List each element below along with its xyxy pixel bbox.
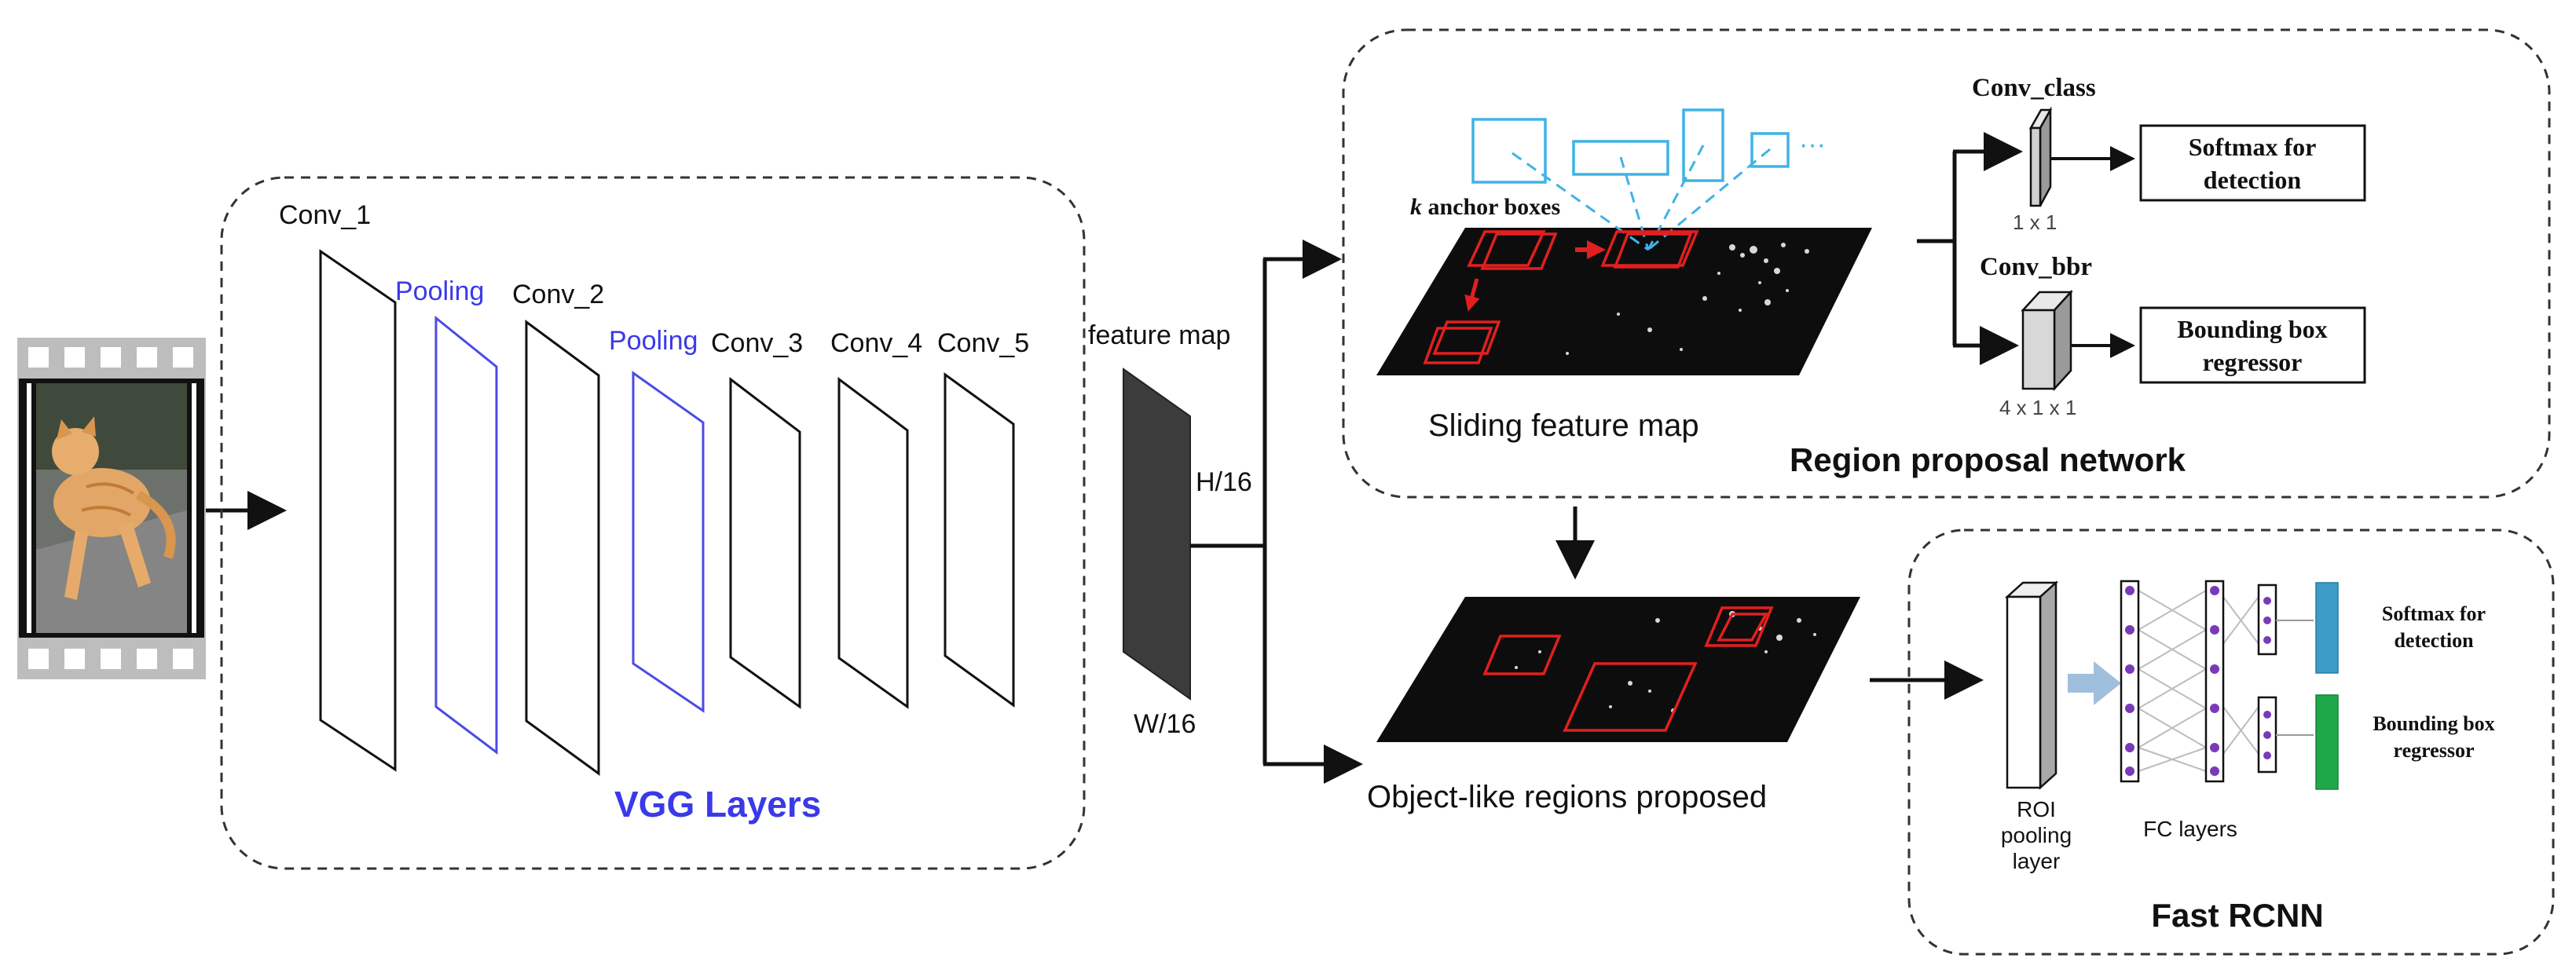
- fast-bbox-line2: regressor: [2394, 739, 2475, 762]
- proposed-red-boxes: [1482, 606, 1774, 732]
- anchor-boxes: [1471, 108, 1790, 184]
- conv-1-label: Conv_1: [279, 200, 371, 230]
- conv-2-label: Conv_2: [512, 280, 604, 309]
- rpn-softmax-box: [2139, 124, 2366, 202]
- conv-bbr-label: Conv_bbr: [1980, 253, 2092, 281]
- fast-softmax-line1: Softmax for: [2382, 602, 2486, 625]
- fast-rcnn-title: Fast RCNN: [2151, 897, 2323, 934]
- roi-pooling-block: [2004, 580, 2059, 790]
- sliding-map-speckles: [1566, 243, 1809, 355]
- feature-map-block: [1123, 368, 1191, 700]
- rpn-bbox-line2: regressor: [2203, 348, 2303, 376]
- fast-rcnn-panel: [1907, 529, 2555, 956]
- feature-map-splitter: [1190, 240, 1363, 784]
- proposed-regions-label: Object-like regions proposed: [1367, 780, 1767, 814]
- vgg-panel: [220, 176, 1086, 870]
- conv-2-layer: [525, 320, 600, 776]
- vgg-title: VGG Layers: [614, 784, 821, 825]
- conv-bbr-block: [2021, 289, 2073, 392]
- fast-bbox-line1: Bounding box: [2373, 712, 2494, 735]
- proposed-regions-map: [1376, 597, 1860, 742]
- softmax-output-bar: [2315, 582, 2339, 674]
- feature-map-label: feature map: [1088, 320, 1230, 350]
- fast-softmax-line2: detection: [2394, 629, 2474, 652]
- pooling-1-label: Pooling: [395, 276, 484, 306]
- fully-connected-network-icon: [2120, 580, 2314, 783]
- roi-label-line3: layer: [2013, 849, 2061, 873]
- rpn-bbox-line1: Bounding box: [2177, 315, 2327, 343]
- roi-label-line2: pooling: [2001, 823, 2072, 847]
- sliding-red-boxes: [1423, 230, 1699, 364]
- pooling-2-label: Pooling: [609, 326, 698, 356]
- conv-class-size: 1 x 1: [2013, 210, 2057, 234]
- conv-5-label: Conv_5: [937, 328, 1029, 358]
- conv-4-label: Conv_4: [830, 328, 922, 358]
- conv-class-label: Conv_class: [1972, 74, 2096, 102]
- film-strip-cat-icon: [17, 338, 206, 679]
- conv-3-layer: [729, 376, 801, 709]
- pooling-2-layer: [632, 371, 705, 713]
- rpn-title: Region proposal network: [1790, 441, 2186, 478]
- pooling-1-layer: [434, 315, 498, 755]
- fc-layers-label: FC layers: [2143, 817, 2237, 841]
- rpn-softmax-line1: Softmax for: [2189, 133, 2317, 161]
- rpn-head-connectors: [1917, 132, 2023, 365]
- anchor-ellipsis: ···: [1799, 130, 1826, 159]
- bbox-output-bar: [2315, 694, 2339, 790]
- feature-map-width: W/16: [1134, 709, 1196, 739]
- conv-3-label: Conv_3: [711, 328, 803, 358]
- conv-4-layer: [837, 377, 909, 709]
- feature-map-height: H/16: [1196, 467, 1252, 497]
- rpn-bbox-box: [2139, 306, 2366, 384]
- conv-bbr-size: 4 x 1 x 1: [1999, 396, 2076, 419]
- rpn-softmax-line2: detection: [2204, 166, 2302, 194]
- conv-class-block: [2028, 106, 2053, 207]
- roi-to-fc-arrow: [2068, 661, 2121, 705]
- conv-5-layer: [944, 372, 1015, 708]
- sliding-feature-map-label: Sliding feature map: [1428, 408, 1699, 443]
- anchor-label: k anchor boxes: [1410, 194, 1560, 220]
- conv-1-layer: [319, 249, 397, 772]
- roi-label-line1: ROI: [2017, 797, 2056, 821]
